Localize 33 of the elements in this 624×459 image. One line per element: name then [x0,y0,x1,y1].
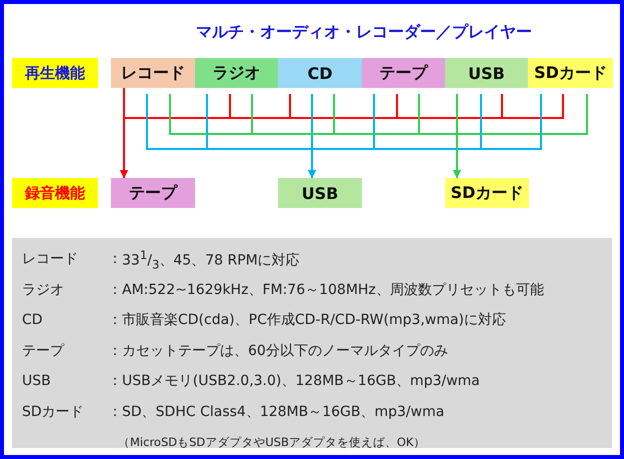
row-name: USB [22,373,52,390]
row-name: テープ [22,342,66,360]
category-box: テープ [111,178,195,208]
colon: ： [108,280,122,299]
category-box: USB [278,178,362,208]
colon: ： [108,372,122,390]
category-box: テープ [362,58,445,88]
section-label: 再生機能 [12,58,98,88]
category-box: レコード [111,58,195,88]
colon: ： [108,250,122,268]
category-box: SDカード [528,58,613,88]
spec-text: カセットテープは、60分以下のノーマルタイプのみ [122,342,449,360]
colon: ： [108,311,122,330]
section-label: 録音機能 [12,178,98,208]
colon: ： [108,342,122,360]
spec-text: SD、SDHC Class4、128MB～16GB、mp3/wma [122,402,446,421]
row-name: レコード [22,250,79,268]
arrow [453,94,588,178]
note: （MicroSDもSDアダプタやUSBアダプタを使えば、OK） [117,434,426,450]
colon: ： [108,402,122,421]
spec-text: 市販音楽CD(cda)、PC作成CD-R/CD-RW(mp3,wma)に対応 [122,311,507,330]
category-box: SDカード [445,178,529,208]
spec-text: USBメモリ(USB2.0,3.0)、128MB～16GB、mp3/wma [122,372,481,390]
row-name: CD [22,312,44,328]
arrow [308,94,542,178]
title: マルチ・オーディオ・レコーダー／プレイヤー [195,22,533,43]
category-box: USB [445,58,528,88]
category-box: ラジオ [195,58,278,88]
spec-text: AM:522~1629kHz、FM:76～108MHz、周波数プリセットも可能 [122,280,545,299]
row-name: ラジオ [22,280,65,299]
spec-text: 33$^{1}$/$_{3}$、45、78 RPMに対応 [122,248,301,271]
row-name: SDカード [22,402,85,421]
category-box: CD [278,58,362,88]
